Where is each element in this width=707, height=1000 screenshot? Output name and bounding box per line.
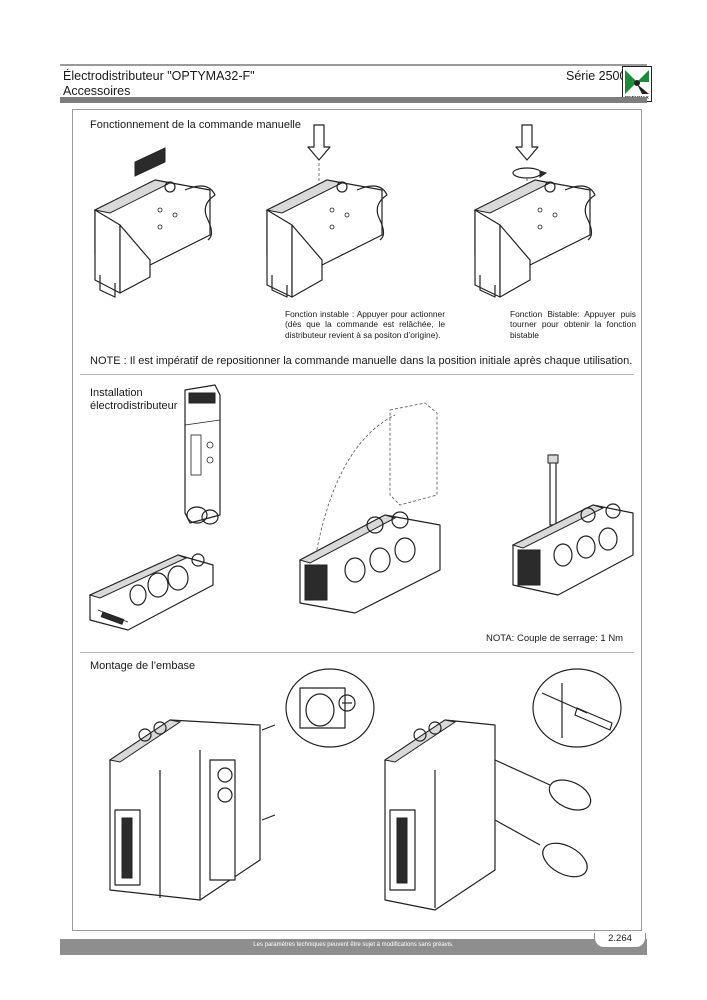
caption-instable: Fonction instable : Appuyer pour actionn… [285,309,445,340]
valve-vertical-illustration [184,384,221,525]
header-band [60,97,647,103]
valve-illustration [93,147,216,298]
arrow-icon [261,724,276,731]
header-rule [60,64,647,66]
section-divider [80,652,634,653]
rotate-arrow-icon [512,167,542,179]
content-frame [72,109,642,931]
torque-note: NOTA: Couple de serrage: 1 Nm [486,633,624,644]
base-assembly-screwdriver-illustration [383,719,592,911]
base-illustration [88,553,214,631]
push-arrow-icon [515,124,539,161]
section-heading-manual: Fonctionnement de la commande manuelle [90,119,301,131]
section-heading-mount: Montage de l’embase [90,660,196,672]
valve-illustration-bistable [473,124,596,298]
screwdriver-icon [494,759,551,786]
footer-band: Les paramètres techniques peuvent être s… [60,939,647,955]
detail-zoom-right [532,668,622,748]
page-subtitle: Accessoires [63,84,131,98]
valve-illustration-instable [265,124,388,298]
valve-installed-illustration [511,454,634,596]
pneumax-logo-icon [622,66,652,102]
valve-mounting-illustration [298,402,441,614]
caption-bistable: Fonction Bistable: Appuyer puis tourner … [510,309,636,340]
page-title: Électrodistributeur "OPTYMA32-F" [63,69,255,83]
series-label: Série 2500 [566,69,627,83]
arrow-icon [261,814,276,821]
manual-command-note: NOTE : Il est impératif de repositionner… [90,355,633,367]
detail-zoom-left [285,668,375,748]
push-arrow-icon [307,124,331,161]
section-divider [80,374,634,375]
screw-icon [549,454,557,526]
footer-disclaimer: Les paramètres techniques peuvent être s… [253,942,454,948]
section-heading-install-2: électrodistributeur [90,400,178,412]
base-assembly-illustration [108,719,276,901]
section-heading-install-1: Installation [90,387,143,399]
page-number: 2.264 [594,933,646,948]
screwdriver-icon [494,819,541,846]
